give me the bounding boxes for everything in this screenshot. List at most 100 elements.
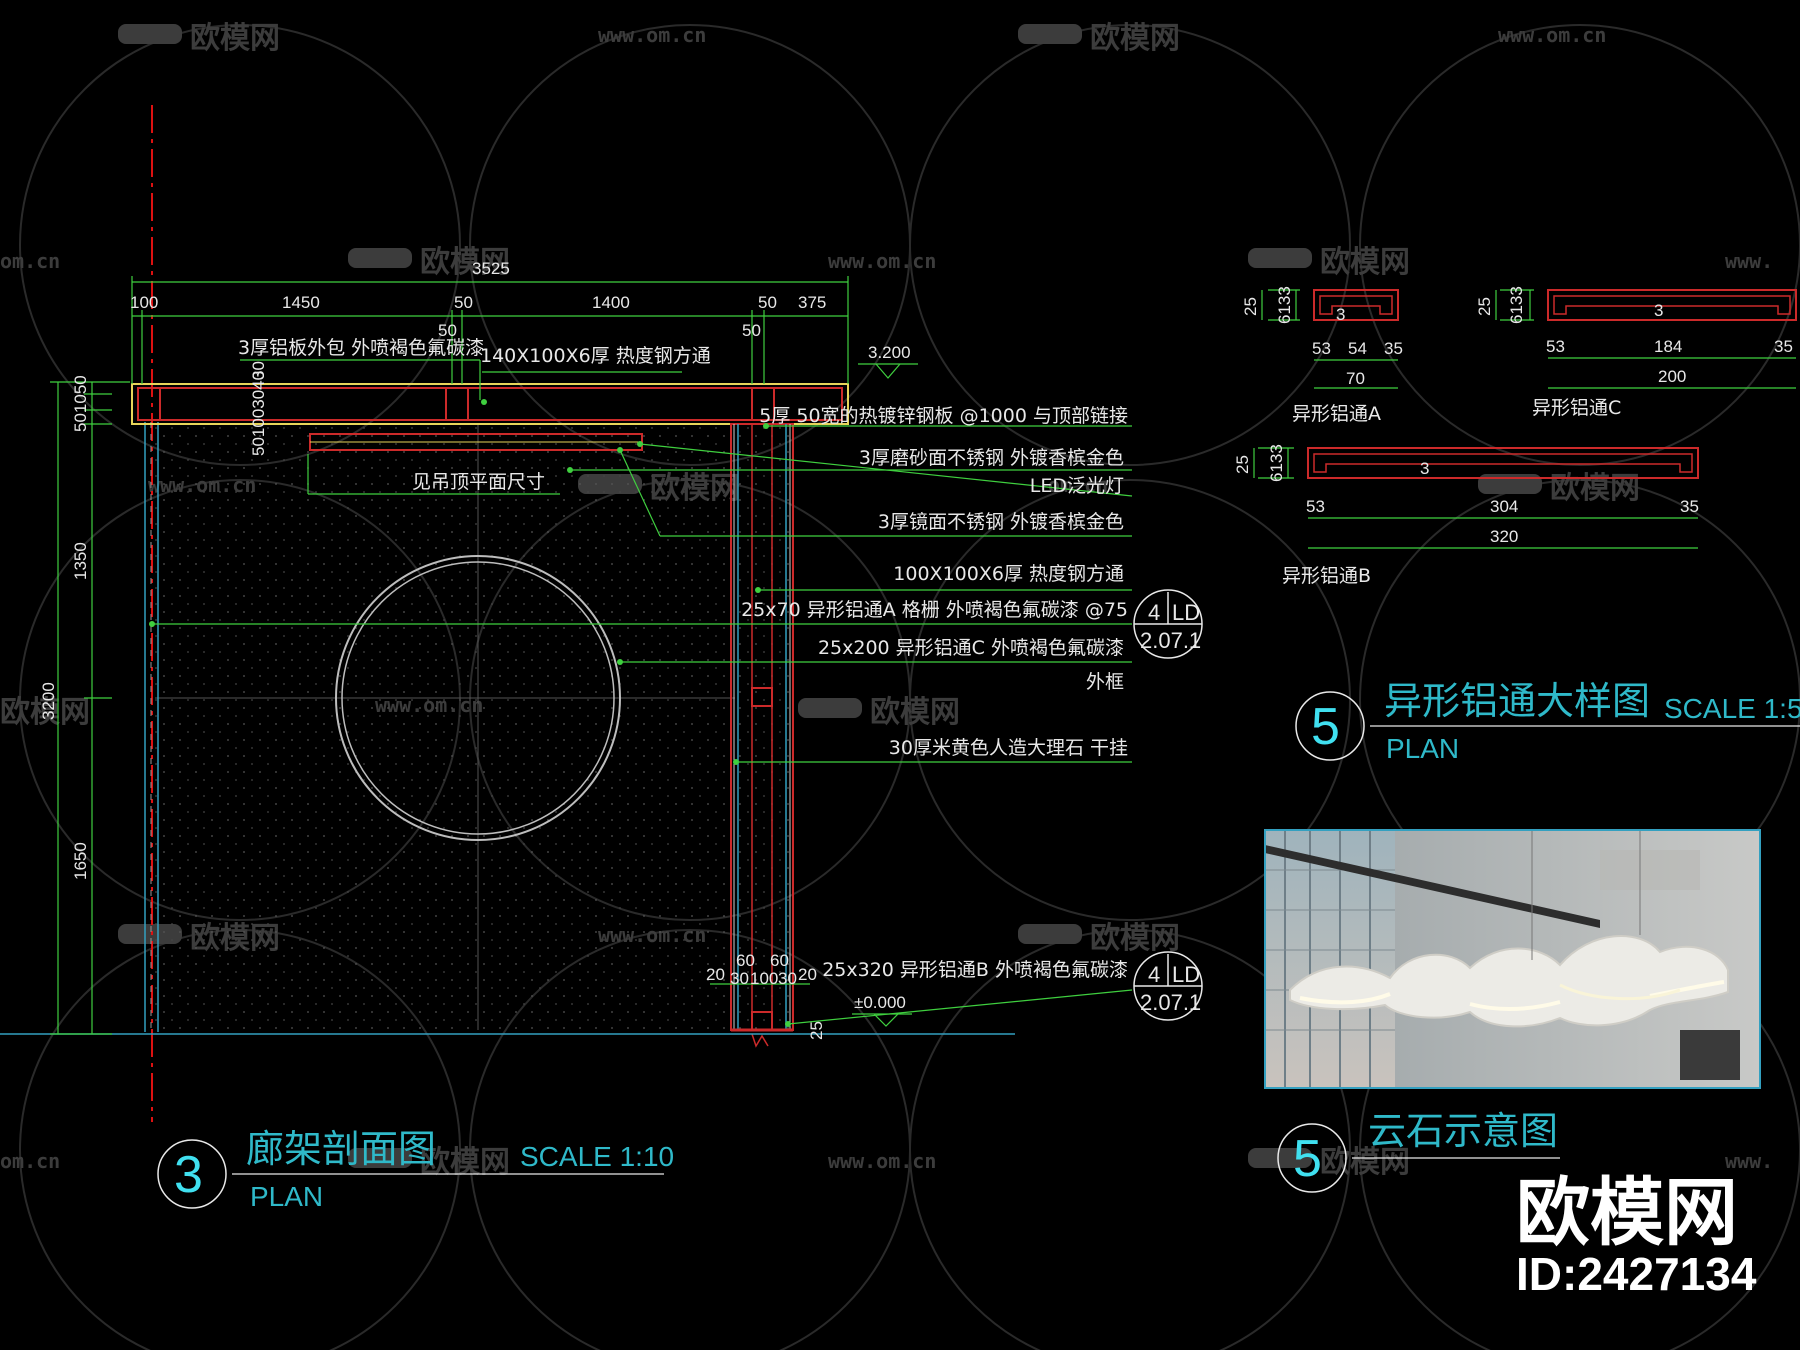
svg-text:501050: 501050 — [71, 375, 90, 432]
svg-text:25x200 异形铝通C 外喷褐色氟碳漆: 25x200 异形铝通C 外喷褐色氟碳漆 — [818, 637, 1124, 659]
watermark-url-11: om.cn — [0, 1149, 60, 1173]
svg-text:3厚铝板外包 外喷褐色氟碳漆: 3厚铝板外包 外喷褐色氟碳漆 — [238, 337, 484, 359]
watermark-brand-9: 欧模网 — [1090, 921, 1180, 956]
svg-text:3厚磨砂面不锈钢 外镀香槟金色: 3厚磨砂面不锈钢 外镀香槟金色 — [859, 447, 1124, 469]
watermark-brand-3: 欧模网 — [420, 245, 510, 280]
svg-text:4: 4 — [1148, 600, 1160, 625]
section3-drawing: 3525 100 1450 50 1400 50 375 50 50 3.200… — [0, 105, 1203, 1212]
svg-text:2.07.1: 2.07.1 — [1140, 628, 1201, 653]
svg-text:30厚米黄色人造大理石 干挂: 30厚米黄色人造大理石 干挂 — [889, 737, 1128, 759]
svg-text:25: 25 — [1241, 297, 1260, 316]
svg-text:5厚 50宽的热镀锌钢板 @1000 与顶部链接: 5厚 50宽的热镀锌钢板 @1000 与顶部链接 — [759, 405, 1128, 427]
watermark-url-3: om.cn — [0, 249, 60, 273]
svg-text:50: 50 — [758, 293, 777, 312]
svg-text:www.: www. — [1725, 249, 1773, 273]
svg-text:欧模网: 欧模网 — [0, 695, 90, 730]
brand-stamp: 欧模网 ID:2427134 — [1516, 1170, 1757, 1300]
svg-text:异形铝通C: 异形铝通C — [1532, 397, 1621, 419]
svg-text:3: 3 — [1420, 459, 1429, 478]
svg-text:50: 50 — [438, 321, 457, 340]
svg-text:25x70 异形铝通A 格栅 外喷褐色氟碳漆 @75: 25x70 异形铝通A 格栅 外喷褐色氟碳漆 @75 — [741, 599, 1128, 621]
svg-text:100X100X6厚 热度钢方通: 100X100X6厚 热度钢方通 — [893, 563, 1124, 585]
svg-text:SCALE 1:10: SCALE 1:10 — [520, 1141, 674, 1172]
moon-gate-circle — [335, 555, 621, 841]
svg-text:廊架剖面图: 廊架剖面图 — [246, 1127, 436, 1171]
svg-text:om.cn: om.cn — [0, 1149, 60, 1173]
svg-text:375: 375 — [798, 293, 826, 312]
profile-b: 3 25 6133 53 304 35 320 异形铝通B — [1233, 444, 1699, 587]
svg-text:6133: 6133 — [1275, 286, 1294, 324]
watermark-brand-4: 欧模网 — [1320, 245, 1410, 280]
svg-text:1350: 1350 — [71, 542, 90, 580]
svg-text:www.om.cn: www.om.cn — [598, 23, 706, 47]
svg-text:欧模网: 欧模网 — [870, 695, 960, 730]
svg-text:om.cn: om.cn — [0, 249, 60, 273]
svg-text:欧模网: 欧模网 — [420, 245, 510, 280]
svg-text:1450: 1450 — [282, 293, 320, 312]
svg-text:53: 53 — [1312, 339, 1331, 358]
svg-text:100: 100 — [130, 293, 158, 312]
section5b-title-block: 5 云石示意图 — [1277, 1109, 1560, 1193]
svg-text:54: 54 — [1348, 339, 1367, 358]
svg-text:5: 5 — [1311, 698, 1340, 756]
svg-text:欧模网: 欧模网 — [1320, 1145, 1410, 1180]
svg-text:60: 60 — [770, 951, 789, 970]
svg-text:云石示意图: 云石示意图 — [1368, 1109, 1558, 1153]
svg-text:欧模网: 欧模网 — [1320, 245, 1410, 280]
svg-text:304: 304 — [1490, 497, 1518, 516]
svg-text:5: 5 — [1293, 1130, 1322, 1188]
svg-text:3: 3 — [174, 1146, 203, 1204]
svg-text:35: 35 — [1680, 497, 1699, 516]
level-marker-top: 3.200 — [858, 343, 918, 379]
svg-text:欧模网: 欧模网 — [1090, 921, 1180, 956]
section5-title-block: 5 异形铝通大样图 SCALE 1:5 PLAN — [1295, 679, 1800, 764]
svg-text:20: 20 — [706, 965, 725, 984]
svg-text:www.: www. — [1725, 1149, 1773, 1173]
svg-text:欧模网: 欧模网 — [1090, 21, 1180, 56]
level-marker-bottom: ±0.000 — [852, 993, 912, 1027]
watermark-brand-12: 欧模网 — [0, 695, 90, 730]
svg-text:www.om.cn: www.om.cn — [1498, 23, 1606, 47]
svg-text:25: 25 — [807, 1021, 826, 1040]
svg-text:200: 200 — [1658, 367, 1686, 386]
svg-text:184: 184 — [1654, 337, 1682, 356]
svg-text:异形铝通B: 异形铝通B — [1282, 565, 1371, 587]
ref-tag-1: 4 LD 2.07.1 — [1133, 589, 1203, 659]
svg-text:3: 3 — [1336, 305, 1345, 324]
svg-text:25: 25 — [1475, 297, 1494, 316]
svg-text:30: 30 — [249, 361, 268, 380]
watermark-brand-6: 欧模网 — [1550, 471, 1640, 506]
svg-text:SCALE 1:5: SCALE 1:5 — [1664, 693, 1800, 724]
svg-text:50: 50 — [742, 321, 761, 340]
svg-text:LD: LD — [1172, 962, 1200, 987]
svg-text:53: 53 — [1546, 337, 1565, 356]
svg-text:25: 25 — [1233, 455, 1252, 474]
svg-text:6133: 6133 — [1507, 286, 1526, 324]
svg-text:140X100X6厚 热度钢方通: 140X100X6厚 热度钢方通 — [480, 345, 711, 367]
ref-tag-2: 4 LD 2.07.1 — [1133, 951, 1203, 1021]
svg-text:异形铝通大样图: 异形铝通大样图 — [1384, 679, 1650, 723]
svg-text:20: 20 — [798, 965, 817, 984]
svg-text:3.200: 3.200 — [868, 343, 911, 362]
svg-text:见吊顶平面尺寸: 见吊顶平面尺寸 — [412, 471, 545, 493]
svg-text:30: 30 — [730, 969, 749, 988]
watermark-url-12: www.om.cn — [828, 1149, 936, 1173]
watermark-brand-2: 欧模网 — [1090, 21, 1180, 56]
svg-text:35: 35 — [1774, 337, 1793, 356]
watermark-url-13: www. — [1725, 1149, 1773, 1173]
svg-text:欧模网: 欧模网 — [1516, 1170, 1738, 1256]
top-beam-yellow — [131, 383, 849, 425]
svg-text:2.07.1: 2.07.1 — [1140, 990, 1201, 1015]
svg-text:60: 60 — [736, 951, 755, 970]
svg-text:异形铝通A: 异形铝通A — [1292, 403, 1381, 425]
svg-text:外框: 外框 — [1086, 671, 1124, 693]
svg-text:1400: 1400 — [592, 293, 630, 312]
svg-text:LD: LD — [1172, 600, 1200, 625]
svg-text:欧模网: 欧模网 — [1550, 471, 1640, 506]
profile-a: 3 25 6133 53 54 35 70 异形铝通A — [1241, 286, 1403, 425]
svg-text:±0.000: ±0.000 — [854, 993, 906, 1012]
svg-text:1650: 1650 — [71, 842, 90, 880]
svg-text:ID:2427134: ID:2427134 — [1516, 1248, 1757, 1300]
watermark-brand-7: 欧模网 — [870, 695, 960, 730]
svg-text:www.om.cn: www.om.cn — [828, 249, 936, 273]
